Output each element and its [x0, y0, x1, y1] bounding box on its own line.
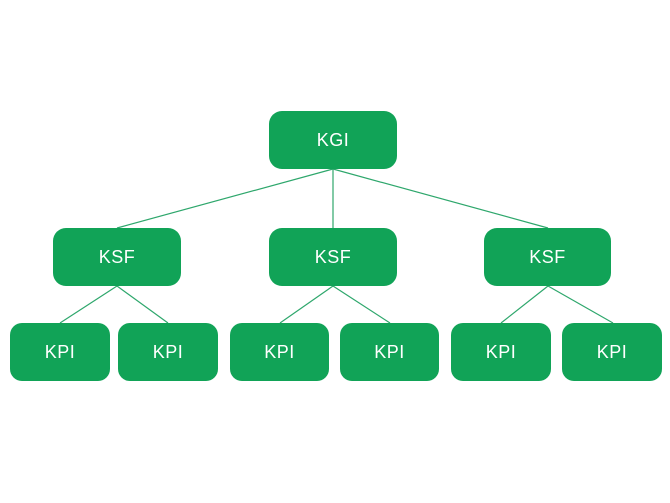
connector-kgi-ksf1 — [116, 168, 334, 229]
connector-ksf3-kpi5 — [500, 285, 549, 324]
node-kpi-4: KPI — [340, 323, 439, 381]
node-kpi-2: KPI — [118, 323, 218, 381]
node-kgi: KGI — [269, 111, 397, 169]
node-kgi-label: KGI — [316, 130, 350, 150]
node-kpi-6-label: KPI — [596, 342, 628, 362]
node-kpi-5-label: KPI — [485, 342, 517, 362]
node-kpi-1-label: KPI — [44, 342, 76, 362]
node-ksf-3-label: KSF — [529, 247, 566, 267]
node-ksf-2: KSF — [269, 228, 397, 286]
node-ksf-1-label: KSF — [98, 247, 136, 267]
connector-ksf2-kpi4 — [332, 285, 391, 324]
node-kpi-1: KPI — [10, 323, 110, 381]
node-ksf-3: KSF — [484, 228, 611, 286]
node-kpi-3: KPI — [230, 323, 329, 381]
connector-ksf3-kpi6 — [547, 285, 614, 324]
node-kpi-4-label: KPI — [374, 342, 405, 362]
node-kpi-5: KPI — [451, 323, 551, 381]
node-ksf-1: KSF — [53, 228, 181, 286]
node-kpi-6: KPI — [562, 323, 662, 381]
connector-ksf1-kpi1 — [59, 285, 118, 324]
connector-kgi-ksf3 — [332, 168, 549, 229]
connector-ksf1-kpi2 — [116, 285, 169, 324]
node-kpi-2-label: KPI — [152, 342, 184, 362]
node-kpi-3-label: KPI — [264, 342, 295, 362]
connector-ksf2-kpi3 — [279, 285, 334, 324]
node-ksf-2-label: KSF — [314, 247, 352, 267]
